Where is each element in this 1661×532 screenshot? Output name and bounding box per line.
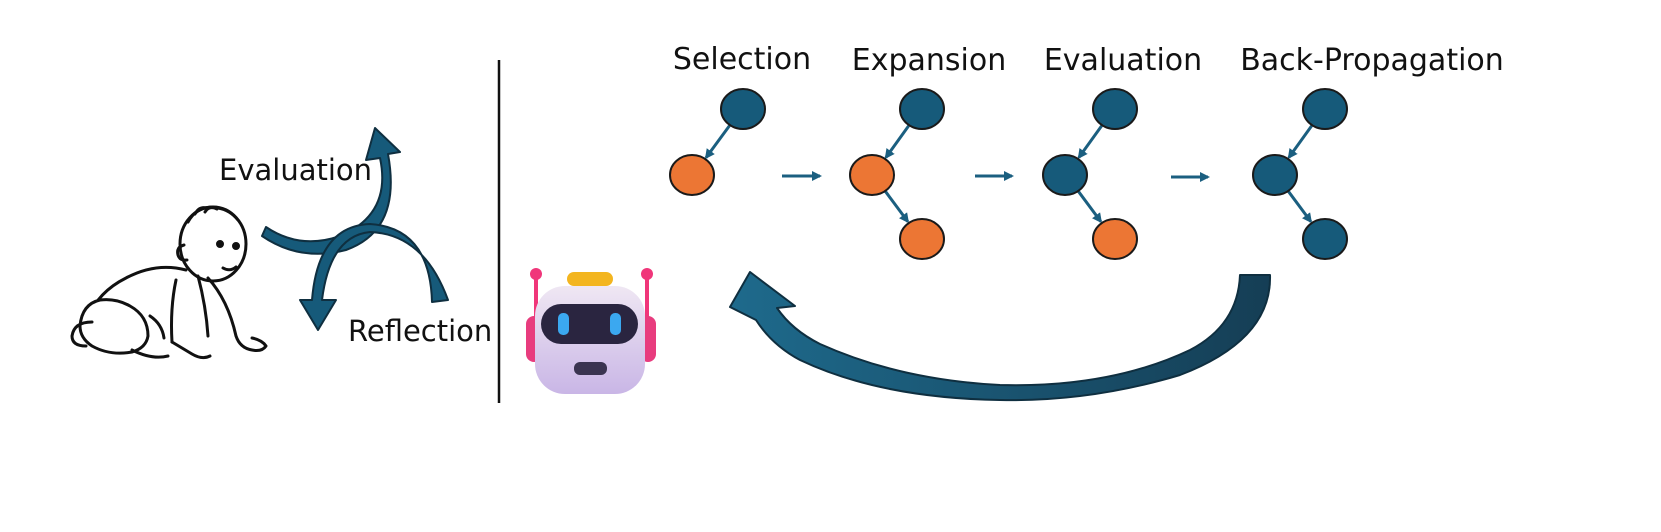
step-label-expansion: Expansion — [851, 43, 1007, 78]
tree-edge-expansion-child-grandchild — [884, 190, 910, 224]
tree-edge-evaluation-root-child — [1077, 124, 1103, 160]
step-label-back-propagation: Back-Propagation — [1240, 43, 1504, 78]
tree-node-selection-child — [669, 154, 715, 196]
tree-node-expansion-child — [849, 154, 895, 196]
tree-edge-back-propagation-root-child — [1287, 124, 1313, 160]
tree-node-evaluation-root — [1092, 88, 1138, 130]
tree-node-expansion-grandchild — [899, 218, 945, 260]
feedback-arrow — [729, 271, 1272, 402]
reflection-arc-arrow — [299, 223, 449, 331]
tree-edge-expansion-root-child — [884, 124, 910, 160]
reflection-cycle-arrows — [261, 127, 449, 331]
evaluation-label: Evaluation — [219, 153, 373, 187]
evaluation-arc-arrow — [261, 127, 401, 255]
step-arrows — [782, 171, 1210, 182]
step-label-selection: Selection — [672, 42, 812, 77]
tree-node-back-propagation-child — [1252, 154, 1298, 196]
tree-node-back-propagation-grandchild — [1302, 218, 1348, 260]
tree-edge-evaluation-child-grandchild — [1077, 190, 1103, 224]
tree-node-selection-root — [720, 88, 766, 130]
tree-node-back-propagation-root — [1302, 88, 1348, 130]
step-label-evaluation: Evaluation — [1043, 43, 1203, 78]
reflection-label: Reflection — [348, 314, 493, 348]
mcts-step-trees — [669, 88, 1348, 260]
crawling-baby-icon — [70, 205, 268, 360]
tree-edge-back-propagation-child-grandchild — [1287, 190, 1313, 224]
tree-edge-selection-root-child — [704, 124, 731, 160]
tree-node-expansion-root — [899, 88, 945, 130]
tree-node-evaluation-child — [1042, 154, 1088, 196]
tree-node-evaluation-grandchild — [1092, 218, 1138, 260]
robot-icon — [526, 268, 656, 394]
